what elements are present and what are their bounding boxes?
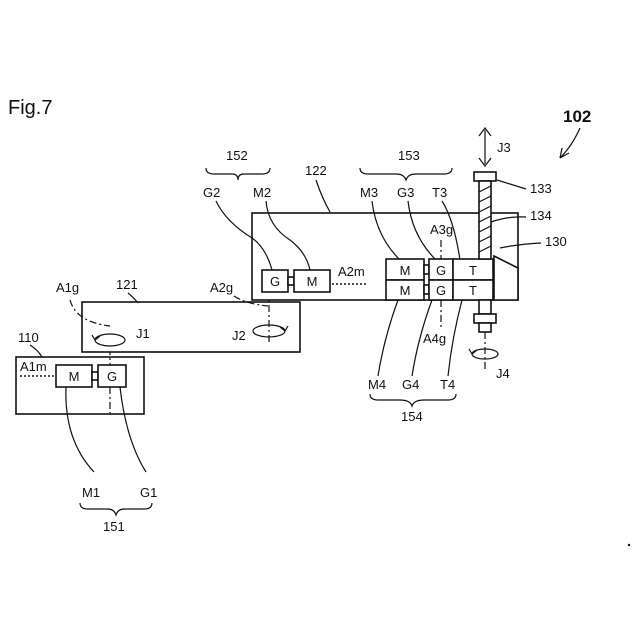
label-a2g: A2g <box>210 280 233 295</box>
brace-153 <box>360 168 452 180</box>
label-g3: G3 <box>397 185 414 200</box>
motor-m2-letter: M <box>307 274 318 289</box>
stray-dot <box>628 544 630 546</box>
shaft-flange <box>474 314 496 323</box>
label-m4: M4 <box>368 377 386 392</box>
label-t4: T4 <box>440 377 455 392</box>
label-152: 152 <box>226 148 248 163</box>
motor-m1-letter: M <box>69 369 80 384</box>
label-g2: G2 <box>203 185 220 200</box>
label-134: 134 <box>530 208 552 223</box>
figure-title: Fig.7 <box>8 97 52 119</box>
figure-ref-number: 102 <box>563 107 591 126</box>
label-a1m: A1m <box>20 359 47 374</box>
label-g1: G1 <box>140 485 157 500</box>
leader-110 <box>30 345 42 357</box>
brace-154 <box>370 394 456 406</box>
coupler-2 <box>288 277 294 285</box>
label-a4g: A4g <box>423 331 446 346</box>
label-j2: J2 <box>232 328 246 343</box>
label-130: 130 <box>545 234 567 249</box>
leader-133 <box>497 180 526 189</box>
label-m1: M1 <box>82 485 100 500</box>
motor-m4-letter: M <box>400 283 411 298</box>
shaft-tip <box>479 323 491 332</box>
ref-leader <box>560 128 580 158</box>
coupler-1 <box>92 372 98 380</box>
label-133: 133 <box>530 181 552 196</box>
label-a3g: A3g <box>430 222 453 237</box>
label-j1: J1 <box>136 326 150 341</box>
label-151: 151 <box>103 519 125 534</box>
leader-122 <box>316 180 330 212</box>
gear-g1-letter: G <box>107 369 117 384</box>
label-a1g: A1g <box>56 280 79 295</box>
brace-152 <box>206 168 270 180</box>
shaft-top-cap <box>474 172 496 181</box>
label-122: 122 <box>305 163 327 178</box>
label-m3: M3 <box>360 185 378 200</box>
label-154: 154 <box>401 409 423 424</box>
label-t3: T3 <box>432 185 447 200</box>
gear-g4-letter: G <box>436 283 446 298</box>
arm-121 <box>82 302 300 352</box>
leader-t4 <box>448 300 462 376</box>
transmission-t3-letter: T <box>469 263 477 278</box>
label-110: 110 <box>18 330 39 345</box>
label-a2m: A2m <box>338 264 365 279</box>
label-j3: J3 <box>497 140 511 155</box>
gear-g2-letter: G <box>270 274 280 289</box>
label-m2: M2 <box>253 185 271 200</box>
label-121: 121 <box>116 277 138 292</box>
gear-g3-letter: G <box>436 263 446 278</box>
motor-m3-letter: M <box>400 263 411 278</box>
label-j4: J4 <box>496 366 510 381</box>
brace-151 <box>80 503 152 515</box>
shaft-lower <box>479 300 491 314</box>
leader-m4 <box>378 300 398 376</box>
transmission-t4-letter: T <box>469 283 477 298</box>
label-g4: G4 <box>402 377 419 392</box>
label-153: 153 <box>398 148 420 163</box>
